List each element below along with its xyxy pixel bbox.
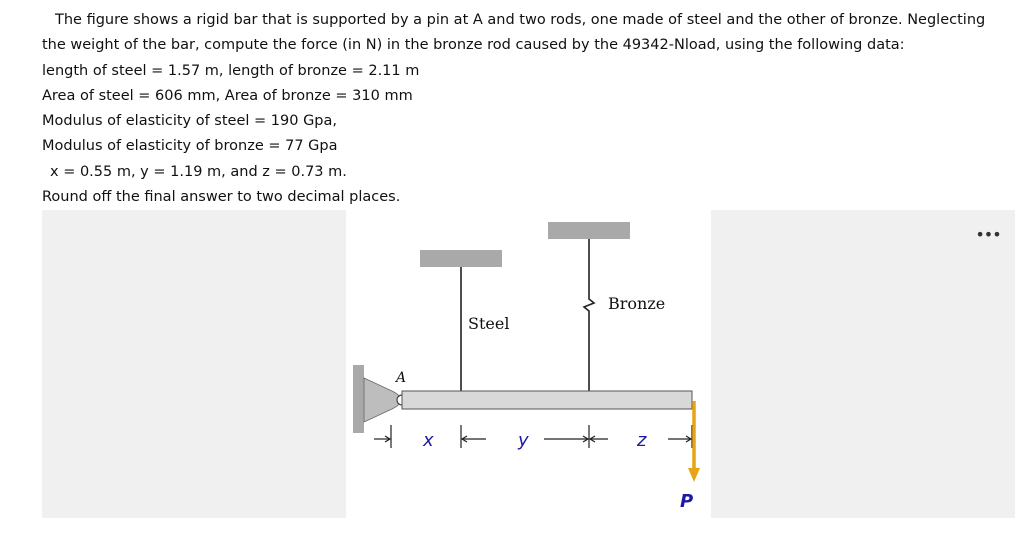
problem-line-7: x = 0.55 m, y = 1.19 m, and z = 0.73 m. [50,163,347,180]
problem-line-6: Modulus of elasticity of bronze = 77 Gpa [42,138,338,155]
load-label-p: P [680,491,693,512]
image-backdrop-right [711,210,1015,518]
dimension-y-label: y [517,430,529,451]
bronze-ceiling-support [548,222,630,239]
problem-line-8: Round off the final answer to two decima… [42,189,401,206]
label-bronze: Bronze [608,294,665,313]
image-backdrop-left [42,210,346,518]
figure-svg: A Steel Bronze x y z P [353,222,700,512]
more-options-button[interactable]: ••• [975,225,1001,244]
problem-statement: The figure shows a rigid bar that is sup… [42,8,1017,210]
problem-line-5: Modulus of elasticity of steel = 190 Gpa… [42,113,338,130]
dimension-lines [374,425,693,448]
label-steel: Steel [468,314,509,333]
label-pin-a: A [394,370,406,386]
dimension-z-label: z [636,430,647,451]
problem-line-1: The figure shows a rigid bar that is sup… [55,12,986,28]
problem-line-2: the weight of the bar, compute the force… [42,37,905,54]
load-arrowhead [688,468,700,482]
problem-line-3: length of steel = 1.57 m, length of bron… [42,62,420,79]
problem-line-4: Area of steel = 606 mm, Area of bronze =… [42,87,413,104]
rigid-bar [401,390,693,410]
dimension-x-label: x [422,430,434,451]
rigid-bar-figure: A Steel Bronze x y z P [346,210,711,518]
steel-ceiling-support [420,250,502,267]
wall-support [353,365,364,433]
bronze-rod [582,239,596,391]
